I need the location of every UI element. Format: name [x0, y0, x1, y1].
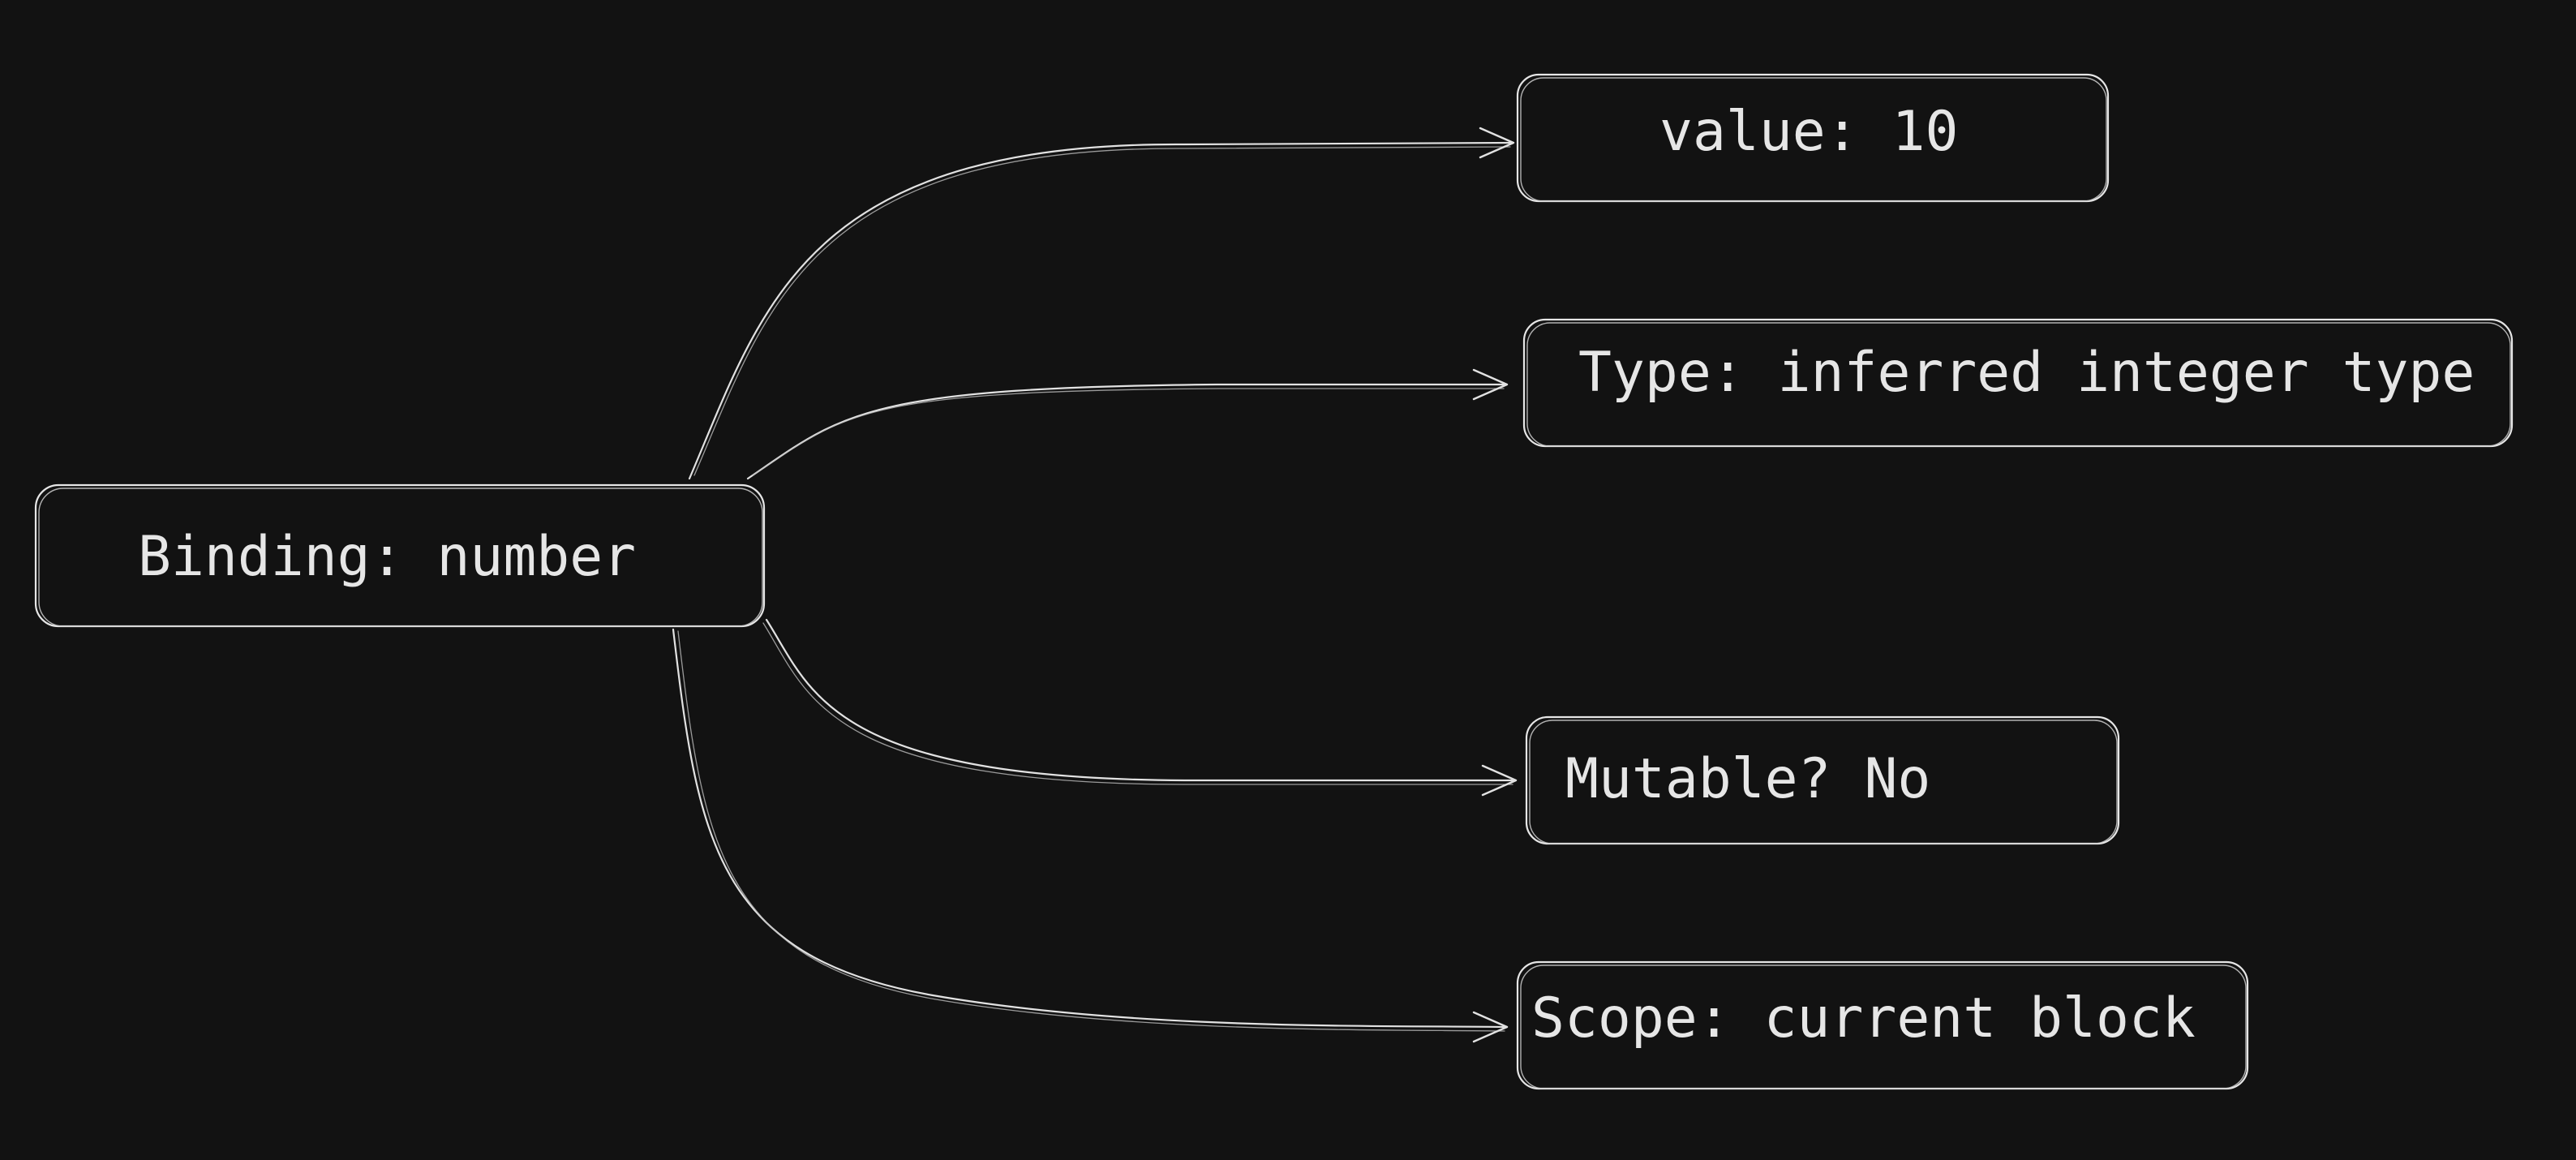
- root-node[interactable]: Binding: number: [34, 483, 766, 628]
- root-node-label: Binding: number: [138, 525, 636, 589]
- edge-root-to-scope: [672, 628, 1509, 1043]
- property-node-mutable-label: Mutable? No: [1565, 747, 1930, 811]
- property-node-type[interactable]: Type: inferred integer type: [1522, 318, 2514, 448]
- edge-root-to-value: [688, 127, 1515, 480]
- property-node-scope[interactable]: Scope: current block: [1516, 960, 2249, 1090]
- edge-root-to-type: [746, 368, 1509, 480]
- property-node-value-label: value: 10: [1659, 100, 1958, 164]
- edges: [672, 127, 1518, 1043]
- edge-root-to-mutable: [762, 618, 1518, 797]
- property-node-value[interactable]: value: 10: [1516, 73, 2110, 203]
- property-node-type-label: Type: inferred integer type: [1578, 341, 2475, 405]
- property-node-mutable[interactable]: Mutable? No: [1525, 715, 2120, 845]
- property-node-scope-label: Scope: current block: [1531, 986, 2196, 1050]
